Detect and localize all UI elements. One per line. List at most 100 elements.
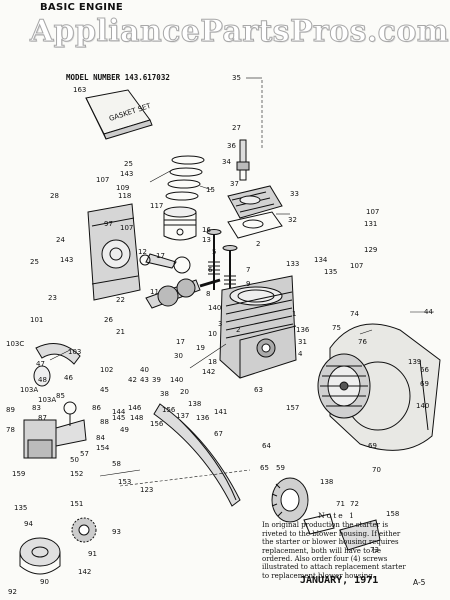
part-label: 7	[246, 266, 250, 274]
part-label: 47	[36, 360, 45, 368]
part-label: 103C	[6, 340, 24, 348]
connecting-rod	[139, 253, 191, 274]
part-label: 101	[30, 316, 43, 324]
watermark: AppliancePartsPros.com	[30, 14, 450, 50]
part-label: 44	[424, 308, 433, 316]
part-label: 137	[176, 412, 189, 420]
part-label: 49	[120, 426, 129, 434]
part-label: 90	[40, 578, 49, 586]
part-label: 69	[420, 380, 429, 388]
part-label: 138	[320, 478, 333, 486]
part-label: 109	[116, 184, 129, 192]
part-label: 25	[30, 258, 39, 266]
part-label: 43	[140, 376, 149, 384]
part-label: 103	[68, 348, 81, 356]
part-label: 4	[298, 350, 303, 358]
cylinder-head	[227, 185, 283, 219]
part-label: 27	[232, 124, 241, 132]
part-label: 86	[92, 404, 101, 412]
part-label: 76	[358, 338, 367, 346]
piston	[163, 206, 197, 241]
part-label: 48	[38, 376, 47, 384]
part-label: 16	[202, 226, 211, 234]
note-box: Note 1 In original production the starte…	[262, 511, 412, 580]
part-label: 63	[254, 386, 263, 394]
starter-pulley	[271, 477, 309, 523]
part-label: 97	[104, 220, 113, 228]
crankshaft	[145, 278, 221, 309]
part-label: 50	[70, 456, 79, 464]
part-label: 17	[176, 338, 185, 346]
part-label: 142	[78, 568, 91, 576]
part-label: 146	[128, 404, 142, 412]
part-label: 75	[332, 324, 341, 332]
part-label: 163	[73, 86, 86, 94]
part-label: 74	[350, 310, 359, 318]
date: JANUARY, 1971	[300, 575, 379, 586]
part-label: 24	[56, 236, 65, 244]
part-label: 94	[24, 520, 33, 528]
part-label: 123	[140, 486, 153, 494]
part-label: 3	[218, 320, 222, 328]
model-number: MODEL NUMBER 143.617032	[66, 73, 170, 82]
intake-pipe	[33, 343, 81, 387]
part-label: 39	[152, 376, 161, 384]
part-label: 103A	[20, 386, 38, 394]
part-label: 58	[112, 460, 121, 468]
part-label: 151	[70, 500, 83, 508]
crankcase-cover	[87, 203, 141, 301]
part-label: 143	[120, 170, 133, 178]
page-code: A-5	[413, 578, 426, 587]
flywheel	[317, 353, 371, 419]
part-label: 156	[150, 420, 164, 428]
part-label: 131	[364, 220, 377, 228]
part-number-labels: 163 35 27 36 34 37 33 32 25 143 15 107 1…	[6, 74, 433, 596]
part-label: 139	[408, 358, 421, 366]
part-label: 152	[70, 470, 83, 478]
bracket-parts	[303, 513, 381, 551]
part-label: 8	[206, 290, 210, 298]
piston-rings	[165, 155, 205, 201]
engine-block	[219, 275, 297, 379]
part-label: 158	[386, 510, 399, 518]
part-label: 20	[180, 388, 189, 396]
part-label: 2	[256, 240, 260, 248]
part-label: 133	[286, 260, 299, 268]
part-label: 35	[232, 74, 241, 82]
part-label: 84	[96, 434, 105, 442]
part-label: 141	[214, 408, 227, 416]
part-label: 66	[420, 366, 429, 374]
part-label: 19	[196, 344, 205, 352]
spark-plug	[236, 139, 250, 181]
part-label: 22	[116, 296, 125, 304]
part-label: 154	[96, 444, 110, 452]
section-title: BASIC ENGINE	[40, 2, 124, 13]
part-label: 67	[214, 430, 223, 438]
part-label: 37	[230, 180, 239, 188]
part-label: 18	[208, 358, 217, 366]
drive-pulley	[19, 537, 61, 575]
part-label: 134	[314, 256, 328, 264]
part-label: 107	[120, 224, 133, 232]
leader-lines	[49, 77, 434, 487]
part-label: 59	[276, 464, 285, 472]
part-label: 107	[96, 176, 109, 184]
part-label: 157	[286, 404, 299, 412]
part-label: 118	[118, 192, 131, 200]
part-label: 89	[6, 406, 15, 414]
note-title: Note 1	[318, 511, 356, 520]
part-label: 148	[130, 414, 143, 422]
part-label: 1	[292, 310, 296, 318]
head-gasket	[227, 211, 283, 239]
part-label: 26	[104, 316, 113, 324]
part-label: 135	[14, 504, 27, 512]
part-label: 15	[206, 186, 215, 194]
part-label: 102	[100, 366, 113, 374]
part-label: 129	[364, 246, 377, 254]
part-label: 5	[212, 248, 216, 256]
part-label: 71	[336, 500, 345, 508]
part-label: 31	[298, 338, 307, 346]
part-label: 65	[260, 464, 269, 472]
part-label: 143	[60, 256, 73, 264]
